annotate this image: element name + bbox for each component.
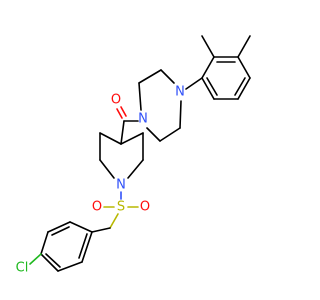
sulfonyl-group	[103, 191, 139, 229]
nitrogen-piperazine-left-label: N	[138, 112, 148, 127]
piperidine-ring	[99, 132, 144, 179]
nitrogen-piperidine-label: N	[116, 178, 126, 193]
chlorophenyl-ring	[29, 221, 111, 272]
oxygen-sulfonyl-right-label: O	[140, 200, 150, 215]
aryl-nitrogen-bond	[185, 77, 203, 90]
piperazine-ring	[138, 69, 182, 142]
sulfur-label: S	[117, 200, 125, 215]
oxygen-carbonyl-label: O	[111, 93, 121, 108]
methyl-groups	[201, 35, 251, 58]
molecule-structure: O N N N S O O Cl	[16, 35, 251, 276]
oxygen-sulfonyl-left-label: O	[92, 200, 102, 215]
chlorine-label: Cl	[16, 261, 29, 276]
amide-linker	[116, 106, 139, 145]
dimethylphenyl-ring	[201, 56, 251, 100]
nitrogen-piperazine-top-label: N	[175, 85, 185, 100]
